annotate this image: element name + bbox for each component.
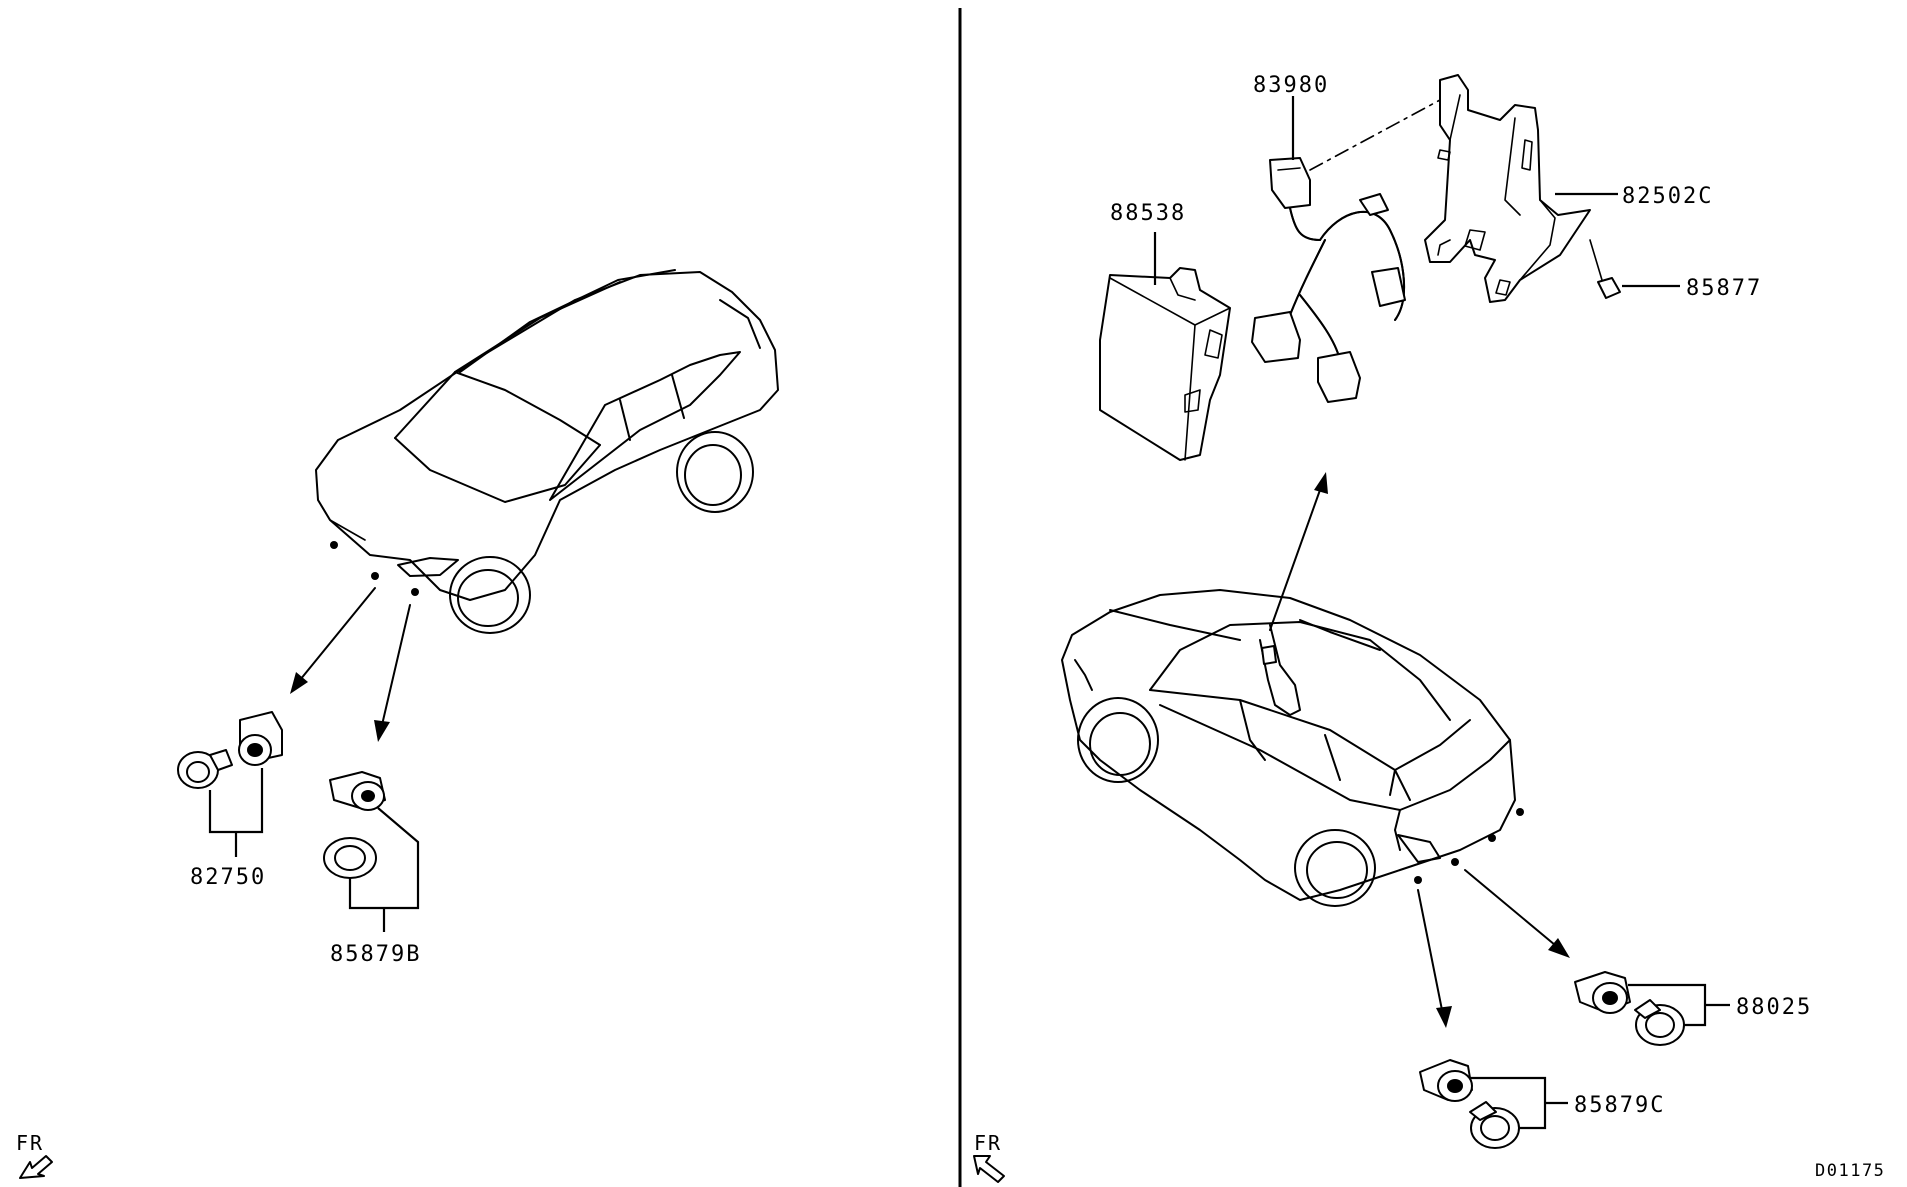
label-82502c: 82502C bbox=[1622, 184, 1713, 209]
left-fr-arrow-icon bbox=[19, 1155, 53, 1179]
front-sensor-85879b[interactable] bbox=[323, 771, 420, 932]
label-82750: 82750 bbox=[190, 865, 266, 890]
module-location-arrow bbox=[1269, 472, 1328, 631]
label-85879c: 85879C bbox=[1574, 1093, 1665, 1118]
rear-vehicle-illustration bbox=[1061, 589, 1524, 907]
right-front-indicator: FR bbox=[973, 1131, 1005, 1183]
rear-sensor-85879c[interactable] bbox=[1419, 1059, 1568, 1149]
left-fr-label: FR bbox=[16, 1131, 44, 1155]
front-sensor-arrows bbox=[290, 587, 411, 742]
control-unit-88538[interactable] bbox=[1099, 232, 1231, 461]
rear-sensor-88025[interactable] bbox=[1574, 971, 1730, 1046]
left-front-indicator: FR bbox=[16, 1131, 53, 1179]
label-85877: 85877 bbox=[1686, 276, 1762, 301]
right-fr-label: FR bbox=[974, 1131, 1002, 1155]
label-88538: 88538 bbox=[1110, 201, 1186, 226]
front-vehicle-illustration bbox=[315, 269, 779, 634]
bracket-82502c[interactable] bbox=[1424, 74, 1618, 303]
drawing-code: D01175 bbox=[1815, 1161, 1885, 1181]
label-85879b: 85879B bbox=[330, 942, 421, 967]
label-88025: 88025 bbox=[1736, 995, 1812, 1020]
clip-85877[interactable] bbox=[1589, 239, 1680, 299]
harness-83980[interactable] bbox=[1251, 96, 1441, 403]
label-83980: 83980 bbox=[1253, 73, 1329, 98]
front-sensor-82750[interactable] bbox=[177, 711, 283, 857]
right-fr-arrow-icon bbox=[973, 1155, 1005, 1183]
rear-sensor-arrows bbox=[1417, 869, 1570, 1028]
